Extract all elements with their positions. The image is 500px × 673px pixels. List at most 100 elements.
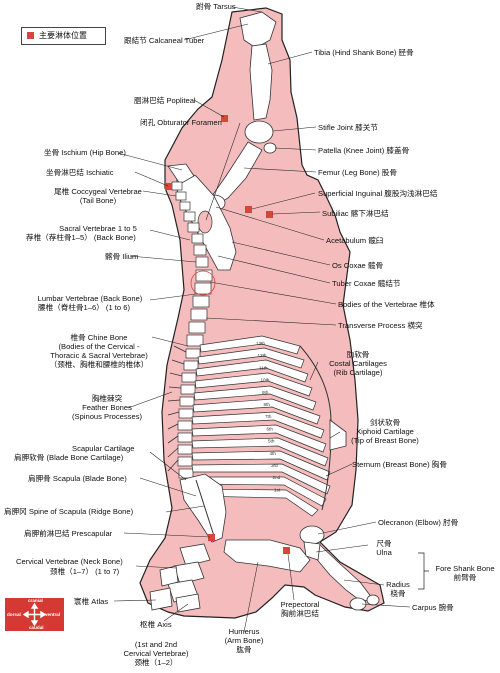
scapula-spine <box>195 479 215 537</box>
label-calcaneal-tuber: 跟結节 Calcaneal Tuber <box>124 36 205 45</box>
label-tuber-coxae: Tuber Coxae 髋结节 <box>332 279 401 288</box>
label-olecranon: Olecranon (Elbow) 肘骨 <box>378 518 459 527</box>
label-ischium: 坐骨 Ischium (Hip Bone) <box>44 148 126 157</box>
label-lumbar-2: 腰椎（脊柱骨1–6） (1 to 6) <box>38 303 130 312</box>
label-chine-4: （颈椎、胸椎和腰椎的椎体） <box>49 360 149 369</box>
rib-number-label: 11th <box>259 365 268 370</box>
leader-lines <box>113 6 411 633</box>
label-costal-1: 肋软骨 <box>346 350 370 359</box>
feather-bones <box>167 345 187 472</box>
label-lumbar-1: Lumbar Vertebrae (Back Bone) <box>37 294 143 303</box>
xiphoid-cartilage <box>329 419 347 451</box>
label-ulna-1: 尺骨 <box>376 539 392 548</box>
patella-bone <box>263 142 277 154</box>
ribs <box>191 335 331 517</box>
thoracic-vertebrae <box>177 348 201 479</box>
compass-top-label: cranial <box>28 598 43 603</box>
label-radius-2: 桡骨 <box>390 589 406 598</box>
rib-number-label: 4th <box>270 451 277 456</box>
label-ischiatic: 坐骨淋巴结 Ischiatic <box>46 168 114 177</box>
rib-number-label: 8th <box>264 402 271 407</box>
label-scapular-cartilage-2: 肩胛软骨 (Blade Bone Cartilage) <box>14 453 124 462</box>
label-xiphoid-3: (Tip of Breast Bone) <box>351 436 419 445</box>
superficial-inguinal-lymph-node <box>245 206 252 213</box>
label-popliteal: 腘淋巴结 Popliteal <box>134 96 196 105</box>
orientation-compass: cranial caudal dorsal ventral <box>5 598 64 631</box>
label-cervical-2: 颈椎（1–7） (1 to 7) <box>50 567 120 576</box>
label-ulna-2: Ulna <box>376 548 392 557</box>
rib-number-label: 10th <box>261 378 270 383</box>
ischium-bone <box>167 163 195 185</box>
label-humerus-1: Humerus <box>228 627 260 636</box>
fore-shank-bracket <box>418 552 429 590</box>
label-feather-3: (Spinous Processes) <box>71 412 143 421</box>
label-os-coxae: Os Coxae 髋骨 <box>332 261 384 270</box>
rib-number-label: 13th <box>256 341 265 346</box>
label-scapular-cartilage-1: Scapular Cartilage <box>72 444 135 453</box>
label-xiphoid-1: 剑状软骨 <box>369 418 401 427</box>
lumbar-vertebrae <box>186 269 213 347</box>
legend: 主要淋体位置 <box>21 27 106 45</box>
label-c12-3: 颈椎（1–2） <box>134 658 178 667</box>
label-coccygeal-2: (Tail Bone) <box>79 196 117 205</box>
compass-arrows-icon <box>22 602 47 627</box>
rib-number-label: 6th <box>267 426 274 431</box>
carpus-bone-2 <box>366 594 380 606</box>
label-humerus-3: 肱骨 <box>236 645 252 654</box>
label-chine-1: 椎骨 Chine Bone <box>70 333 128 342</box>
label-axis: 枢椎 Axis <box>140 620 172 629</box>
coccygeal-vertebrae <box>171 181 209 268</box>
label-fore-shank-1: Fore Shank Bone <box>435 564 495 573</box>
ischiatic-lymph-node <box>165 183 172 190</box>
compass-left-label: dorsal <box>7 612 21 617</box>
label-cervical-1: Cervical Vertebrae (Neck Bone) <box>16 557 123 566</box>
label-radius-1: Radius <box>386 580 410 589</box>
label-prepectoral-2: 胸前淋巴结 <box>281 609 319 618</box>
tibia-bone <box>249 43 273 121</box>
ulna-bone <box>303 541 321 561</box>
compass-right-label: ventral <box>45 612 61 617</box>
label-sternum: Sternum (Breast Bone) 胸骨 <box>352 460 447 469</box>
label-fore-shank-2: 前臂骨 <box>453 573 477 582</box>
label-carpus: Carpus 腕骨 <box>412 603 454 612</box>
label-humerus-2: (Arm Bone) <box>224 636 264 645</box>
label-tarsus: 跗骨 Tarsus <box>196 2 236 11</box>
label-prepectoral-1: Prepectoral <box>280 600 320 609</box>
label-coccygeal-1: 尾椎 Coccygeal Vertebrae <box>54 187 142 196</box>
cervical-vertebrae <box>159 543 211 603</box>
rib-number-label: 3rd <box>271 463 278 468</box>
label-costal-2: Costal Cartilages <box>329 359 387 368</box>
label-acetabulum: Acetabulum 髋臼 <box>326 236 384 245</box>
label-sacral-2: 荐椎（荐柱骨1–5） (Back Bone) <box>26 233 136 242</box>
obturator-foramen <box>197 210 213 234</box>
scapula-bone <box>179 473 227 543</box>
legend-text: 主要淋体位置 <box>39 31 87 40</box>
compass-bottom-label: caudal <box>29 625 44 630</box>
prescapular-lymph-node <box>208 534 215 541</box>
label-superficial-inguinal: Superficial Inguinal 腹股沟浅淋巴结 <box>318 189 438 198</box>
prepectoral-lymph-node <box>283 547 290 554</box>
label-tibia: Tibia (Hind Shank Bone) 胫骨 <box>314 48 414 57</box>
label-patella: Patella (Knee Joint) 膝盖骨 <box>318 146 410 155</box>
label-xiphoid-2: Xiphoid Cartilage <box>356 427 414 436</box>
label-c12-2: Cervical Vertebrae) <box>123 649 189 658</box>
costal-cartilage <box>299 345 332 511</box>
stifle-joint-bone <box>244 120 274 144</box>
rib-number-labels: 13th 12th 11th 10th 9th 8th 7th 6th 5th 4th 3rd 2nd… <box>256 341 281 492</box>
label-bodies-vertebrae: Bodies of the Vertebrae 椎体 <box>338 300 435 309</box>
rib-number-label: 1st <box>274 487 281 492</box>
rib-number-label: 5th <box>268 439 275 444</box>
rib-number-label: 2nd <box>273 475 281 480</box>
rib-number-label: 12th <box>258 353 267 358</box>
label-spine-scapula: 肩胛冈 Spine of Scapula (Ridge Bone) <box>4 507 134 516</box>
rib-number-label: 9th <box>262 390 269 395</box>
atlas-bone <box>149 587 173 611</box>
popliteal-lymph-node <box>221 115 228 122</box>
label-subiliac: Subiliac 髂下淋巴结 <box>322 209 389 218</box>
label-chine-2: (Bodies of the Cervical - <box>58 342 140 351</box>
label-sacral-1: Sacral Vertebrae 1 to 5 <box>59 224 137 233</box>
rib-number-label: 7th <box>265 414 272 419</box>
label-ilium: 髂骨 Ilium <box>105 252 139 261</box>
label-scapula: 肩胛骨 Scapula (Blade Bone) <box>28 474 127 483</box>
